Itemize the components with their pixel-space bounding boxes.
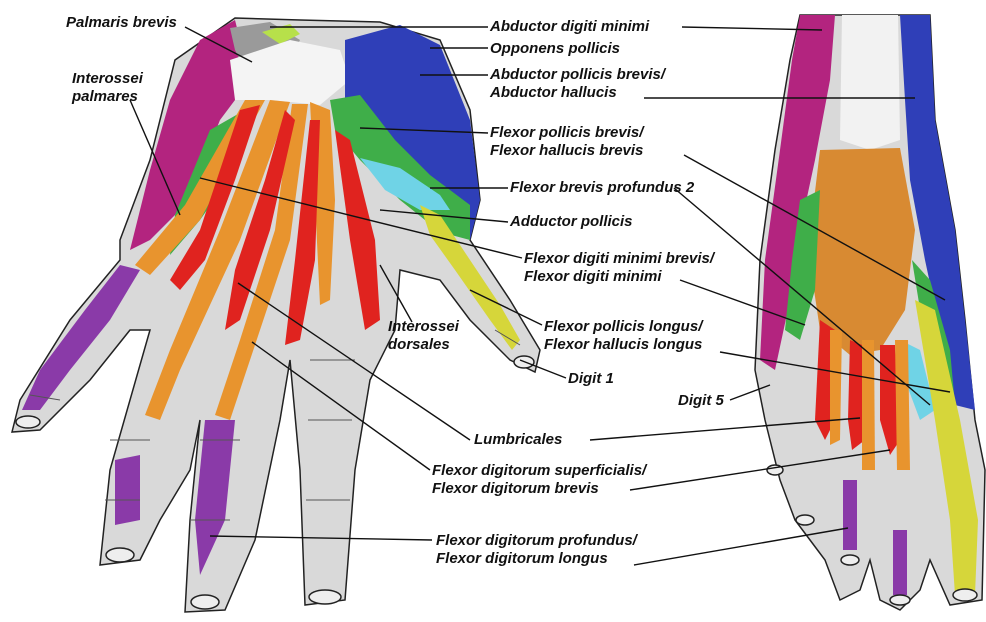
foot-nail-2 xyxy=(890,595,910,605)
hand-nail-2 xyxy=(106,548,134,562)
label-lumbricales: Lumbricales xyxy=(474,431,562,449)
hand xyxy=(12,18,540,612)
label-digit-1: Digit 1 xyxy=(568,370,614,388)
label-abductor-digiti-minimi: Abductor digiti minimi xyxy=(490,18,649,36)
hand-nail-3 xyxy=(191,595,219,609)
foot-orange-t1 xyxy=(830,330,842,445)
foot-nail-1 xyxy=(841,555,859,565)
hand-nail-1 xyxy=(16,416,40,428)
label-flexor-brevis-profundus: Flexor brevis profundus 2 xyxy=(510,179,694,197)
hand-nail-4 xyxy=(309,590,341,604)
label-adductor-pollicis: Adductor pollicis xyxy=(510,213,633,231)
label-digit-5: Digit 5 xyxy=(678,392,724,410)
label-abductor-pollicis-brevis: Abductor pollicis brevis/Abductor halluc… xyxy=(490,66,665,102)
hand-purple-tip4 xyxy=(115,455,140,525)
foot xyxy=(755,15,985,610)
label-palmaris-brevis: Palmaris brevis xyxy=(66,14,177,32)
label-flexor-digitorum-profundus: Flexor digitorum profundus/Flexor digito… xyxy=(436,532,637,568)
label-flexor-pollicis-brevis: Flexor pollicis brevis/Flexor hallucis b… xyxy=(490,124,643,160)
foot-nail-3 xyxy=(953,589,977,601)
label-flexor-digiti-minimi: Flexor digiti minimi brevis/Flexor digit… xyxy=(524,250,714,286)
foot-nail-4 xyxy=(796,515,814,525)
leader-digit1 xyxy=(520,360,566,378)
label-opponens-pollicis: Opponens pollicis xyxy=(490,40,620,58)
foot-purple-1 xyxy=(843,480,857,550)
label-flexor-digitorum-superficialis: Flexor digitorum superficialis/Flexor di… xyxy=(432,462,646,498)
foot-purple-2 xyxy=(893,530,907,595)
foot-tendon xyxy=(840,15,900,150)
foot-orange-t2 xyxy=(862,340,875,470)
foot-orange-t3 xyxy=(895,340,910,470)
label-flexor-pollicis-longus: Flexor pollicis longus/Flexor hallucis l… xyxy=(544,318,702,354)
